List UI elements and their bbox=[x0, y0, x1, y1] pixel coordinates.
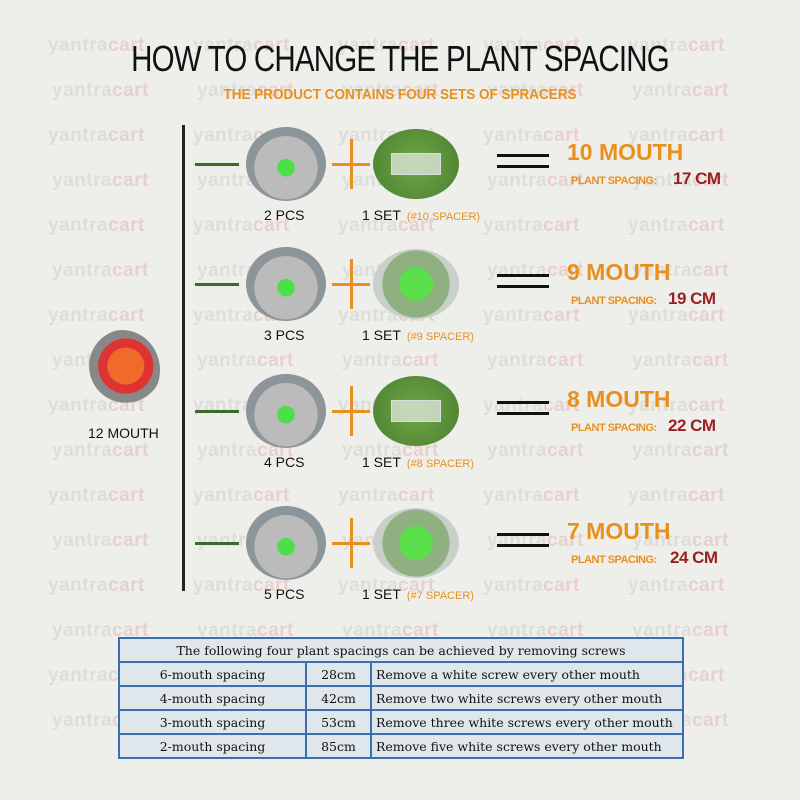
set-label: 1 SET (#9 SPACER) bbox=[362, 327, 474, 343]
screw-removal-table: The following four plant spacings can be… bbox=[118, 637, 684, 759]
spacing-option-row: 9 MOUTH PLANT SPACING: 19 CM 3 PCS 1 SET… bbox=[0, 247, 800, 357]
table-cell: 42cm bbox=[305, 685, 372, 711]
watermark-text: yantracart bbox=[338, 485, 435, 506]
watermark-text: yantracart bbox=[193, 485, 290, 506]
connector-line bbox=[195, 163, 239, 166]
mouth-tool-image bbox=[246, 127, 326, 201]
mouth-count: 7 MOUTH bbox=[567, 518, 671, 544]
plant-spacing-value: 24 CM bbox=[670, 548, 718, 567]
table-cell: 28cm bbox=[305, 661, 372, 687]
spacer-id: (#10 SPACER) bbox=[406, 211, 481, 223]
page-subtitle: THE PRODUCT CONTAINS FOUR SETS OF SPRACE… bbox=[223, 86, 577, 103]
page-title: HOW TO CHANGE THE PLANT SPACING bbox=[131, 38, 670, 79]
spacing-option-row: 7 MOUTH PLANT SPACING: 24 CM 5 PCS 1 SET… bbox=[0, 506, 800, 616]
table-cell: 6-mouth spacing bbox=[118, 661, 307, 687]
set-count: 1 SET bbox=[362, 327, 401, 343]
table-header-row: The following four plant spacings can be… bbox=[118, 637, 684, 663]
table-cell: Remove five white screws every other mou… bbox=[370, 733, 684, 759]
table-cell: Remove two white screws every other mout… bbox=[370, 685, 684, 711]
plus-icon bbox=[332, 518, 370, 568]
table-cell: 2-mouth spacing bbox=[118, 733, 307, 759]
spacing-option-row: 8 MOUTH PLANT SPACING: 22 CM 4 PCS 1 SET… bbox=[0, 374, 800, 484]
plant-spacing-label: PLANT SPACING: bbox=[571, 175, 657, 187]
watermark-text: yantracart bbox=[48, 485, 145, 506]
spacing-option-row: 10 MOUTH PLANT SPACING: 17 CM 2 PCS 1 SE… bbox=[0, 127, 800, 237]
spacer-image bbox=[373, 376, 459, 446]
connector-line bbox=[195, 410, 239, 413]
pcs-count: 2 PCS bbox=[264, 207, 305, 223]
mouth-count: 10 MOUTH bbox=[567, 139, 684, 165]
watermark-text: yantracart bbox=[483, 485, 580, 506]
plus-icon bbox=[332, 139, 370, 189]
set-label: 1 SET (#8 SPACER) bbox=[362, 454, 474, 470]
set-count: 1 SET bbox=[362, 207, 401, 223]
table-cell: 3-mouth spacing bbox=[118, 709, 307, 735]
pcs-count: 3 PCS bbox=[264, 327, 305, 343]
set-label: 1 SET (#10 SPACER) bbox=[362, 207, 480, 223]
plant-spacing-label: PLANT SPACING: bbox=[571, 295, 657, 307]
plus-icon bbox=[332, 259, 370, 309]
spacer-id: (#7 SPACER) bbox=[406, 590, 474, 602]
table-cell: 53cm bbox=[305, 709, 372, 735]
plant-spacing-value: 19 CM bbox=[668, 289, 716, 308]
spacer-id: (#8 SPACER) bbox=[406, 458, 474, 470]
seeder-wheel-image bbox=[84, 330, 160, 410]
table-cell: 85cm bbox=[305, 733, 372, 759]
plus-icon bbox=[332, 386, 370, 436]
bracket-line bbox=[182, 125, 185, 591]
equals-icon bbox=[497, 274, 549, 288]
equals-icon bbox=[497, 154, 549, 168]
set-label: 1 SET (#7 SPACER) bbox=[362, 586, 474, 602]
equals-icon bbox=[497, 401, 549, 415]
mouth-tool-image bbox=[246, 374, 326, 448]
spacer-image bbox=[373, 508, 459, 578]
table-cell: 4-mouth spacing bbox=[118, 685, 307, 711]
plant-spacing-value: 17 CM bbox=[673, 169, 721, 188]
equals-icon bbox=[497, 533, 549, 547]
pcs-count: 4 PCS bbox=[264, 454, 305, 470]
set-count: 1 SET bbox=[362, 454, 401, 470]
set-count: 1 SET bbox=[362, 586, 401, 602]
spacer-image bbox=[373, 129, 459, 199]
mouth-tool-image bbox=[246, 506, 326, 580]
mouth-count: 9 MOUTH bbox=[567, 259, 671, 285]
mouth-tool-image bbox=[246, 247, 326, 321]
watermark-text: yantracart bbox=[628, 485, 725, 506]
table-cell: Remove a white screw every other mouth bbox=[370, 661, 684, 687]
connector-line bbox=[195, 283, 239, 286]
plant-spacing-label: PLANT SPACING: bbox=[571, 422, 657, 434]
plant-spacing-value: 22 CM bbox=[668, 416, 716, 435]
pcs-count: 5 PCS bbox=[264, 586, 305, 602]
spacer-id: (#9 SPACER) bbox=[406, 331, 474, 343]
mouth-count: 8 MOUTH bbox=[567, 386, 671, 412]
base-mouth-label: 12 MOUTH bbox=[88, 425, 159, 441]
connector-line bbox=[195, 542, 239, 545]
table-header: The following four plant spacings can be… bbox=[118, 637, 684, 663]
spacer-image bbox=[373, 249, 459, 319]
table-cell: Remove three white screws every other mo… bbox=[370, 709, 684, 735]
plant-spacing-label: PLANT SPACING: bbox=[571, 554, 657, 566]
